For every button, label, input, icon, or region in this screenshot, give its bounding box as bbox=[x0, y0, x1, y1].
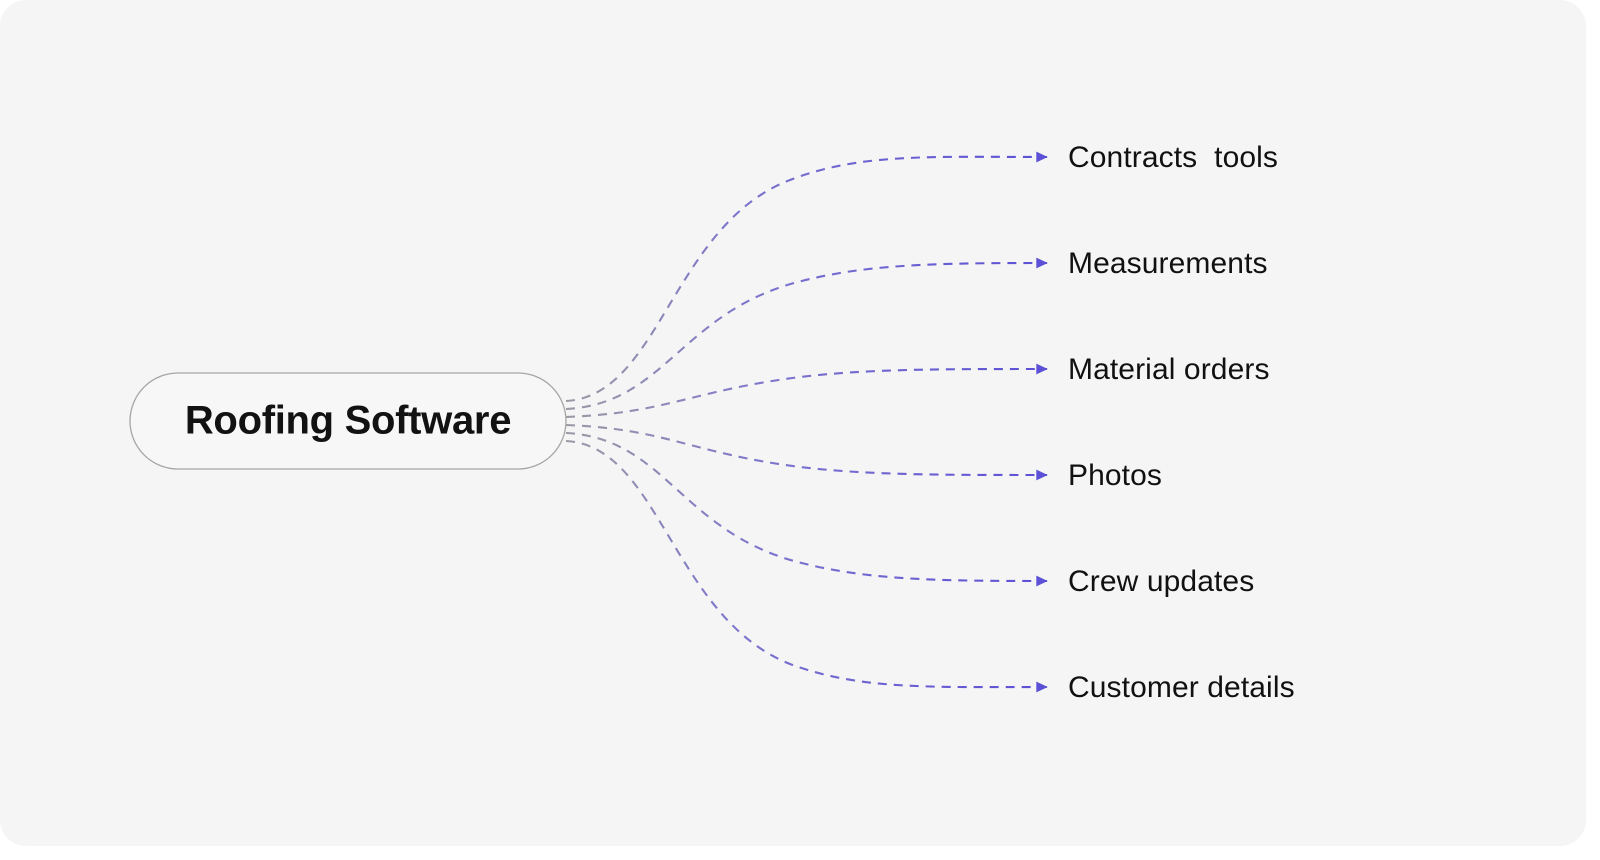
root-node-label: Roofing Software bbox=[185, 399, 511, 443]
branch-labels: Contracts tools Measurements Material or… bbox=[1068, 141, 1295, 704]
branch-connector-3 bbox=[565, 423, 1048, 481]
branch-label-customer-details[interactable]: Customer details bbox=[1068, 671, 1295, 704]
branch-connector-1 bbox=[565, 257, 1048, 411]
diagram-canvas: Roofing Software Contracts tools Measure… bbox=[129, 140, 1295, 704]
branch-connectors bbox=[565, 151, 1048, 693]
branch-label-material-orders[interactable]: Material orders bbox=[1068, 353, 1270, 386]
branch-label-crew-updates[interactable]: Crew updates bbox=[1068, 565, 1254, 598]
branch-connector-2 bbox=[565, 363, 1048, 419]
mind-map-svg: Roofing Software Contracts tools Measure… bbox=[129, 141, 1295, 704]
branch-label-photos[interactable]: Photos bbox=[1068, 459, 1162, 492]
branch-label-contracts-tools[interactable]: Contracts tools bbox=[1068, 141, 1278, 174]
branch-connector-4 bbox=[565, 431, 1048, 587]
root-node[interactable]: Roofing Software bbox=[129, 372, 567, 470]
branch-label-measurements[interactable]: Measurements bbox=[1068, 247, 1268, 280]
root-node-pill[interactable] bbox=[129, 372, 567, 470]
